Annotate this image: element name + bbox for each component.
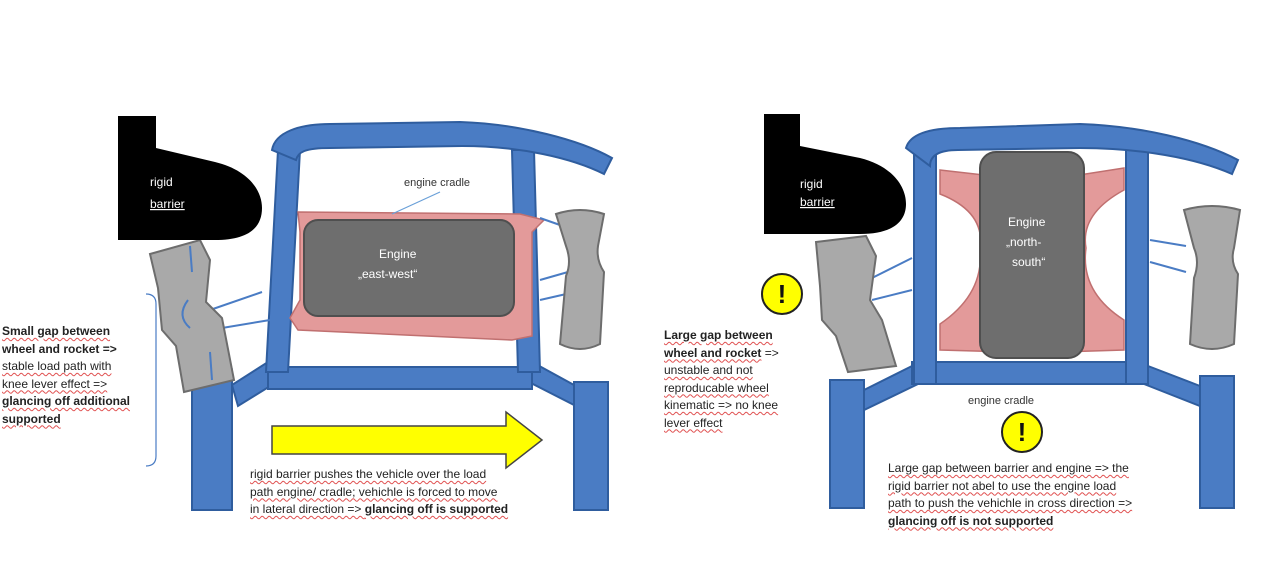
right-note-line1-text: Large gap between — [664, 328, 773, 342]
right-link-4 — [1149, 261, 1187, 273]
warning-icon: ! — [1001, 411, 1043, 453]
left-note-line4: knee lever effect => — [2, 376, 108, 391]
left-link-2 — [221, 319, 271, 329]
right-frame-top-arch — [904, 122, 1240, 176]
left-link-5 — [539, 217, 561, 226]
right-bottom-line4: glancing off is not supported — [888, 513, 1132, 531]
left-rigid-barrier — [118, 116, 262, 240]
left-note-line2: wheel and rocket => — [2, 341, 130, 359]
right-note-line2-a: wheel and rocket — [664, 345, 762, 360]
left-diagram: rigid barrier Engine „east-west“ engine … — [118, 116, 614, 511]
left-note-bracket — [145, 293, 157, 467]
left-engine-label-line2: „east-west“ — [358, 267, 417, 281]
left-frame-right-rail — [573, 381, 609, 511]
right-note-line3: unstable and not — [664, 363, 753, 377]
left-cradle-label: engine cradle — [404, 177, 470, 189]
left-side-note: Small gap between wheel and rocket => st… — [2, 323, 130, 428]
left-note-line6-text: supported — [2, 411, 61, 426]
right-bottom-line1: Large gap between barrier and engine => … — [888, 461, 1129, 475]
left-bottom-line2: path engine/ cradle; vehichle is forced … — [250, 484, 498, 499]
right-bottom-line3: path to push the vehichle in cross direc… — [888, 496, 1133, 510]
right-link-1 — [867, 257, 913, 281]
right-diagram: rigid barrier Engine „north- south“ engi… — [761, 114, 1242, 509]
left-bottom-line3-a: in lateral direction => — [250, 502, 365, 516]
left-left-wheel — [148, 238, 236, 394]
right-frame-left-post — [913, 145, 937, 385]
right-cradle-label: engine cradle — [968, 395, 1034, 407]
left-frame-left-post — [264, 149, 302, 373]
yellow-arrow — [271, 410, 544, 470]
warning-icon-glyph: ! — [778, 279, 787, 309]
left-note-line5-text: glancing off additional — [2, 394, 130, 408]
right-rigid-barrier — [764, 114, 906, 234]
right-right-wheel — [1182, 205, 1242, 350]
right-note-line1: Large gap between — [664, 327, 779, 345]
left-bottom-line3: in lateral direction => glancing off is … — [250, 501, 508, 519]
left-wheel-mark-2 — [181, 299, 191, 329]
left-bottom-note: rigid barrier pushes the vehicle over th… — [250, 466, 508, 519]
right-note-line2-b: => — [761, 345, 779, 360]
left-note-line1: Small gap between — [2, 323, 130, 341]
left-wheel-mark-3 — [209, 351, 213, 381]
warning-icon-glyph: ! — [1018, 417, 1027, 447]
left-bottom-line3-b: glancing off is supported — [364, 502, 509, 516]
right-bottom-line4-text: glancing off is not supported — [888, 513, 1054, 528]
right-barrier-label-line2: barrier — [800, 195, 835, 209]
right-note-line6: lever effect — [664, 415, 723, 430]
right-frame-right-rail — [1199, 375, 1235, 509]
left-note-line1-text: Small gap between — [2, 324, 111, 338]
right-left-wheel — [814, 234, 898, 374]
left-note-line5: glancing off additional — [2, 393, 130, 411]
right-engine-label-line2: „north- — [1006, 235, 1041, 249]
right-link-3 — [1149, 239, 1187, 247]
right-bottom-note: Large gap between barrier and engine => … — [888, 460, 1132, 530]
left-link-1 — [209, 291, 263, 311]
right-frame-lower-left-brace — [863, 364, 920, 412]
right-engine-label-line1: Engine — [1008, 215, 1046, 229]
left-right-wheel — [554, 209, 606, 350]
left-bottom-line1: rigid barrier pushes the vehicle over th… — [250, 467, 487, 481]
right-frame-lower-crossmember — [911, 361, 1149, 385]
right-barrier-label-line1: rigid — [800, 177, 823, 191]
left-frame-top-arch — [270, 120, 614, 176]
right-note-line4: reproducable wheel — [664, 380, 769, 395]
right-frame-left-rail — [829, 379, 865, 509]
right-note-line5: kinematic => no knee — [664, 398, 779, 412]
right-link-2 — [871, 289, 913, 301]
left-frame-lower-crossmember — [267, 366, 533, 390]
left-barrier-label-line1: rigid — [150, 175, 173, 189]
left-barrier-label-line2: barrier — [150, 197, 185, 211]
left-wheel-mark-1 — [189, 245, 193, 273]
left-note-line3: stable load path with — [2, 359, 112, 373]
right-bottom-line2: rigid barrier not abel to use the engine… — [888, 478, 1117, 493]
right-side-note: Large gap between wheel and rocket => un… — [664, 327, 779, 432]
left-frame-left-rail — [191, 368, 233, 511]
right-engine-block — [979, 151, 1085, 359]
left-cradle-pointer-line — [391, 191, 441, 215]
right-engine-label-line3: south“ — [1012, 255, 1045, 269]
left-note-line6: supported — [2, 411, 130, 429]
left-note-line2-text: wheel and rocket => — [2, 341, 117, 356]
left-engine-block — [303, 219, 515, 317]
warning-icon: ! — [761, 273, 803, 315]
left-engine-label-line1: Engine — [379, 247, 417, 261]
right-frame-right-post — [1125, 145, 1149, 385]
right-note-line2: wheel and rocket => — [664, 345, 779, 363]
right-frame-lower-right-brace — [1142, 364, 1201, 408]
